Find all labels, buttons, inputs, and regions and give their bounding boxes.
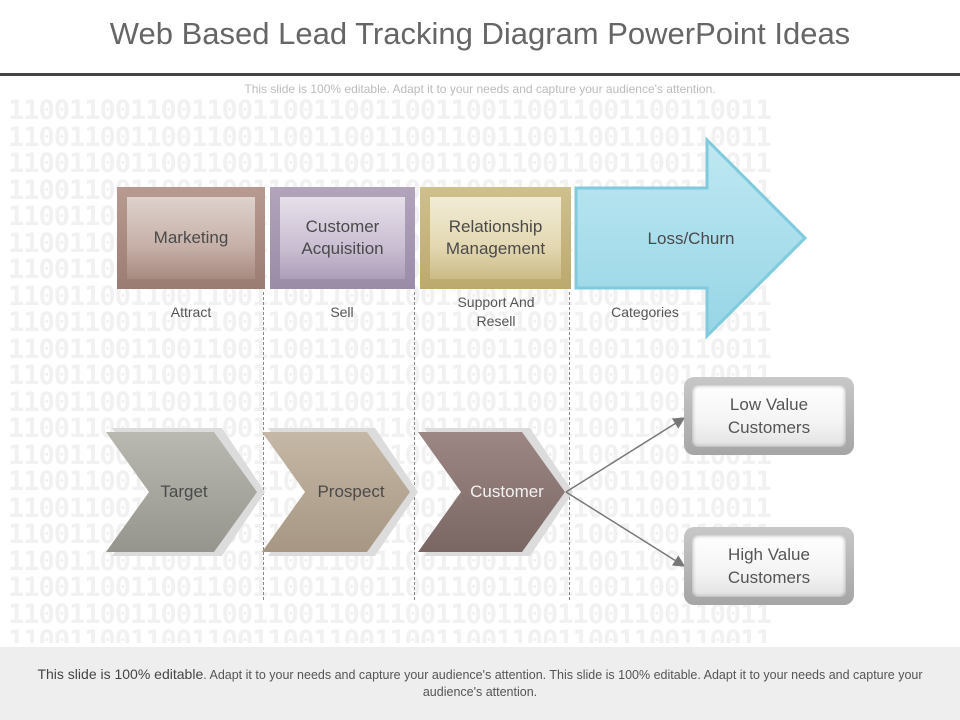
label-sell: Sell [330,304,354,320]
separator-line-1 [263,292,264,600]
high-value-customers-label: High Value Customers [692,535,846,597]
stage-relationship-management-label: Relationship Management [430,197,561,279]
arrow-to-high-value [565,491,686,567]
stage-marketing[interactable]: Marketing [117,187,265,289]
stage-customer-acquisition[interactable]: Customer Acquisition [270,187,415,289]
slide-subtitle: This slide is 100% editable. Adapt it to… [244,82,716,96]
footer-lead: This slide is 100% editable [37,666,204,682]
prospect-label: Prospect [317,482,384,501]
target-chevron[interactable] [106,432,257,552]
stage-marketing-label: Marketing [127,197,255,279]
loss-churn-arrow[interactable] [574,136,808,340]
separator-line-3 [569,292,570,600]
customer-chevron[interactable] [418,432,565,552]
label-support-and-resell: Support And Resell [457,294,535,329]
label-attract: Attract [170,304,212,320]
customer-label: Customer [470,482,544,501]
separator-line-2 [414,292,415,600]
stage-relationship-management[interactable]: Relationship Management [420,187,571,289]
target-label: Target [160,482,208,501]
footer-bar [0,647,960,720]
label-categories: Categories [611,304,679,320]
footer-body: . Adapt it to your needs and capture you… [203,668,923,699]
high-value-customers-box[interactable]: High Value Customers [684,527,854,605]
low-value-customers-label: Low Value Customers [692,385,846,447]
stage-customer-acquisition-label: Customer Acquisition [280,197,405,279]
slide-title: Web Based Lead Tracking Diagram PowerPoi… [109,16,851,51]
prospect-chevron[interactable] [262,432,410,552]
loss-churn-label: Loss/Churn [648,229,735,248]
low-value-customers-box[interactable]: Low Value Customers [684,377,854,455]
footer-text: This slide is 100% editable. Adapt it to… [15,666,945,701]
title-divider [0,73,960,76]
arrow-to-low-value [565,417,686,493]
